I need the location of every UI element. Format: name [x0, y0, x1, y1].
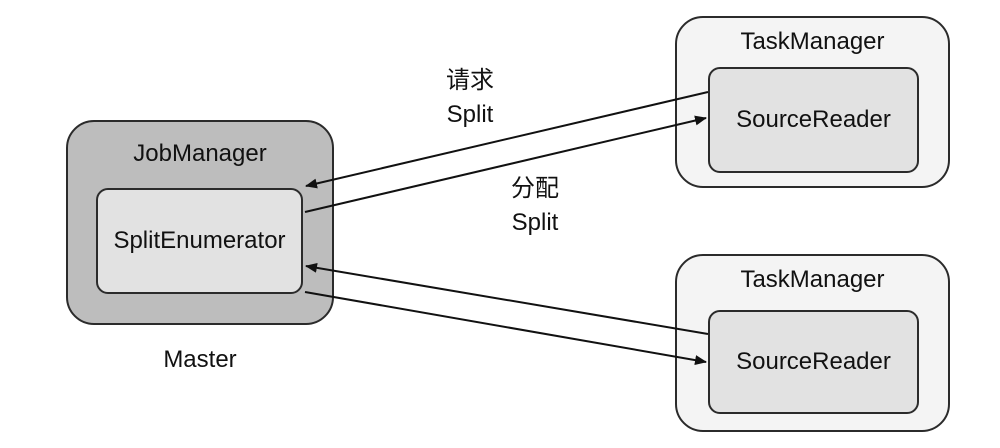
request-label-line2: Split: [446, 101, 494, 128]
taskmanager-box-1: TaskManager SourceReader: [675, 16, 950, 188]
master-caption: Master: [163, 346, 237, 373]
request-arrow-top: [305, 91, 709, 189]
assign-split-label: 分配 Split: [495, 172, 575, 240]
taskmanager-title-1: TaskManager: [740, 28, 885, 55]
assign-label-line2: Split: [511, 209, 559, 236]
assign-label-line1: 分配: [511, 175, 559, 202]
request-arrow-bottom: [305, 262, 709, 335]
source-reader-label-1: SourceReader: [736, 106, 891, 133]
source-reader-label-2: SourceReader: [736, 348, 891, 375]
split-enumerator-label: SplitEnumerator: [113, 227, 286, 254]
source-reader-box-2: SourceReader: [708, 310, 919, 414]
request-label-line1: 请求: [446, 67, 494, 94]
assign-arrow-top: [304, 115, 707, 213]
request-split-label: 请求 Split: [430, 64, 510, 132]
source-reader-box-1: SourceReader: [708, 67, 919, 173]
taskmanager-title-2: TaskManager: [740, 266, 885, 293]
assign-arrow-bottom: [304, 291, 707, 366]
jobmanager-box: JobManager SplitEnumerator: [66, 120, 334, 325]
jobmanager-title: JobManager: [133, 140, 267, 167]
taskmanager-box-2: TaskManager SourceReader: [675, 254, 950, 432]
split-enumerator-box: SplitEnumerator: [96, 188, 303, 294]
